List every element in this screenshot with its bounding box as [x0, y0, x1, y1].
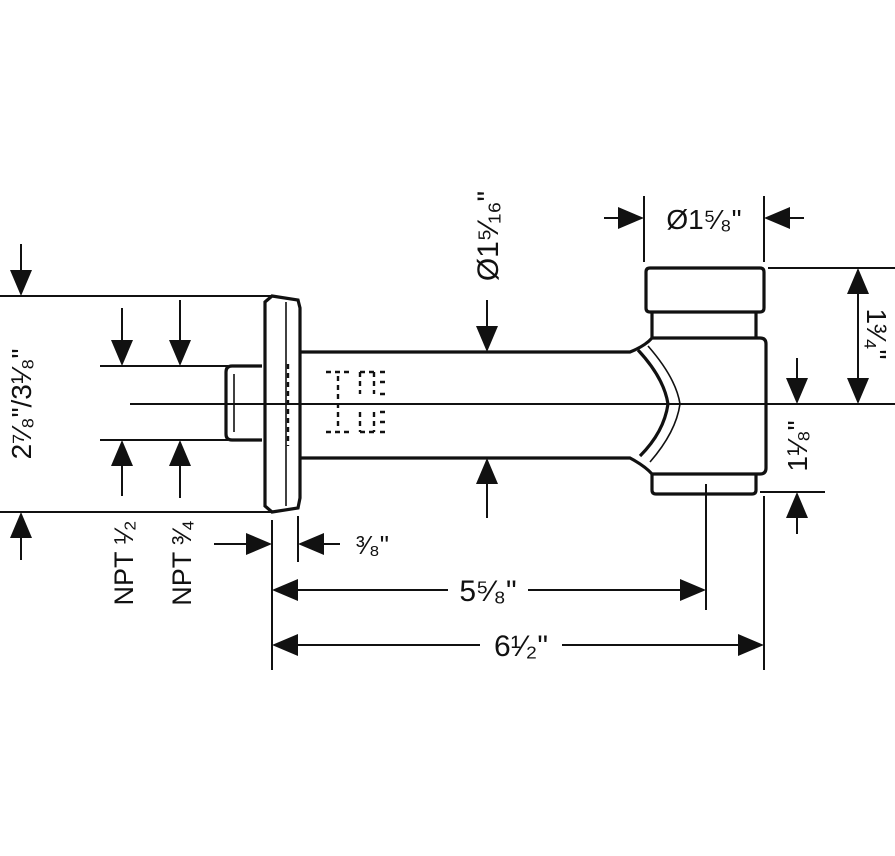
- outlet-cap: [644, 266, 766, 314]
- outlet-drop-label: 1¹⁄₈": [782, 420, 813, 471]
- outlet-diameter-label: Ø1⁵⁄₈": [666, 204, 741, 235]
- hidden-set-screw: [286, 364, 388, 446]
- tub-spout-outline: [224, 266, 768, 514]
- npt-three-quarter-label: NPT ³⁄₄: [167, 520, 197, 606]
- spout-body: [300, 336, 768, 476]
- spout-diameter-label: Ø1⁵⁄₁₆": [472, 191, 505, 281]
- dimension-arrows: [10, 207, 869, 656]
- wall-flange: [263, 294, 302, 514]
- flange-height-label: 2⁷⁄₈"/3¹⁄₈": [6, 349, 37, 460]
- reach-to-center-label: 5⁵⁄₈": [459, 575, 516, 608]
- dimension-labels: Ø1⁵⁄₁₆" Ø1⁵⁄₈" 1³⁄₄" 1¹⁄₈" 2⁷⁄₈"/3¹⁄₈" N…: [6, 191, 892, 663]
- extension-lines: [0, 196, 895, 670]
- overall-length-label: 6¹⁄₂": [494, 630, 548, 663]
- outlet-height-label: 1³⁄₄": [861, 309, 892, 360]
- flange-thickness-label: ³⁄₈": [356, 530, 389, 560]
- aerator-ring: [650, 474, 758, 496]
- npt-half-label: NPT ¹⁄₂: [109, 521, 139, 606]
